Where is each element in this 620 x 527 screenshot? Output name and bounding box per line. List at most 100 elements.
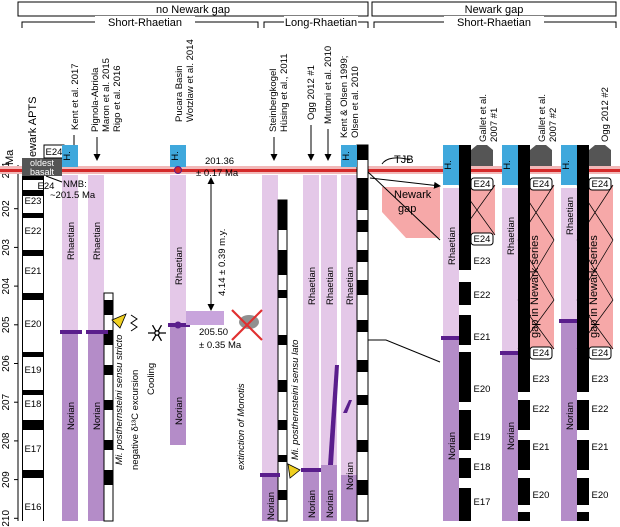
apts-chron-normal (23, 196, 43, 213)
gap-label-3: gap in Newark series (588, 235, 600, 338)
right-chron-box (470, 177, 494, 191)
right-polarity-bar (577, 145, 589, 521)
polarity-reversed (104, 300, 113, 315)
polarity-reversed (278, 490, 287, 500)
gap-label-2: gap in Newark series (529, 235, 541, 338)
right-top-box (530, 150, 552, 166)
right-chron-label: E24 (592, 348, 609, 359)
axis-tick-label: 202 (1, 200, 12, 217)
src-pignola-2: Maron et al. 2015 (101, 58, 112, 132)
right-chron-label: E21 (533, 442, 550, 453)
apts-chron-normal (23, 218, 43, 250)
src-pucara-1: Pucara Basin (174, 65, 185, 122)
nmb-age: ~201.5 Ma (50, 190, 96, 201)
norian-steinberg: Norian (266, 492, 277, 520)
right-chron-box (470, 232, 494, 246)
apts-chron-normal (23, 300, 43, 352)
right-chron-box (529, 177, 553, 191)
polarity-reversed (357, 145, 368, 160)
h-kent: H. (62, 151, 73, 161)
src-gallet2-1: Gallet et al. (537, 94, 548, 142)
time-axis: 201202203204205206207208209210 (1, 161, 19, 527)
apts-chron-normal (23, 256, 43, 293)
right-chron-label: E23 (474, 256, 491, 267)
norian-ogg1: Norian (307, 490, 318, 518)
rhaetian-gallet1: Rhaetian (447, 227, 458, 265)
oldest-label: oldest (30, 158, 55, 168)
right-chron-label: E17 (474, 497, 491, 508)
duration-label: 4.14 ± 0.39 m.y. (217, 229, 228, 296)
header-long-rhaetian: Long-Rhaetian (285, 17, 357, 29)
apts-chron-normal (23, 478, 43, 521)
pucara-annotations (174, 166, 224, 329)
polarity-reversed (357, 320, 368, 332)
hettangian-boxes: H. H. H. H. H. H. (62, 145, 577, 185)
posthernsteini-lato: Mi. posthernsteini sensu lato (290, 340, 301, 460)
right-polarity-normal (459, 345, 471, 352)
polarity-reversed (357, 220, 368, 232)
polarity-columns (103, 144, 369, 522)
right-polarity-normal (518, 392, 530, 400)
right-chron-box (529, 346, 553, 360)
axis-tick-label: 210 (1, 510, 12, 527)
src-kent2017: Kent et al. 2017 (70, 63, 81, 130)
src-steinberg-2: Hüsing et al., 2011 (279, 53, 290, 132)
polarity-reversed (278, 250, 287, 275)
apts-chron-normal (23, 180, 43, 190)
right-chron-label: E22 (592, 404, 609, 415)
norian-ogg2: Norian (565, 402, 576, 430)
right-top-cap (530, 145, 552, 150)
newark-gap-shapes (367, 157, 441, 363)
monotis-symbol (231, 309, 263, 341)
rhaetian-kent-olsen: Rhaetian (345, 267, 356, 305)
norian-kent-olsen: Norian (345, 462, 356, 490)
stage-columns (62, 175, 577, 521)
right-chron-label: E23 (592, 374, 609, 385)
age-top-2: ± 0.17 Ma (196, 168, 239, 179)
rhaetian-pucara: Rhaetian (174, 247, 185, 285)
axis-tick-label: 206 (1, 355, 12, 372)
rhaetian-ogg1: Rhaetian (307, 267, 318, 305)
right-chron-columns: E24E24E23E22E21E20E19E18E17E24E24E23E22E… (459, 145, 612, 521)
src-kent-olsen-1: Kent & Olsen 1999; (339, 56, 350, 138)
apts-chron-label: E20 (25, 319, 42, 330)
apts-chron-normal (23, 430, 43, 470)
src-muttoni: Muttoni et al. 2010 (323, 46, 334, 124)
src-gallet2-2: 2007 #2 (548, 108, 559, 142)
h-ogg2: H. (561, 160, 572, 170)
src-pignola-3: Rigo et al. 2016 (112, 65, 123, 132)
apts-chron-label: E23 (25, 196, 42, 207)
right-polarity-normal (577, 430, 589, 440)
right-polarity-bar (518, 145, 530, 521)
axis-tick-label: 204 (1, 277, 12, 294)
polarity-reversed (357, 395, 368, 405)
apts-chron-label: E16 (25, 502, 42, 513)
src-ogg2: Ogg 2012 #2 (600, 87, 611, 142)
rhaetian-pignola: Rhaetian (92, 222, 103, 260)
polarity-reversed (357, 480, 368, 495)
right-polarity-normal (518, 470, 530, 478)
polarity-reversed (278, 290, 287, 298)
header-short-rhaetian-right: Short-Rhaetian (457, 17, 531, 29)
tjb-band (0, 169, 620, 172)
right-polarity-normal (459, 270, 471, 282)
src-gallet1-2: 2007 #1 (489, 108, 500, 142)
apts-chron-normal (23, 357, 43, 390)
stage-labels: Rhaetian Norian Rhaetian Norian Rhaetian… (66, 197, 576, 520)
h-pucara: H. (170, 151, 181, 161)
polarity-reversed (278, 455, 287, 462)
right-chron-label: E18 (474, 462, 491, 473)
right-chron-box (588, 177, 612, 191)
right-chron-label: E23 (533, 374, 550, 385)
right-chron-label: E24 (533, 179, 550, 190)
right-top-box (471, 150, 493, 166)
source-labels: Kent et al. 2017 Pignola-Abriola Maron e… (70, 39, 611, 142)
polarity-reversed (104, 365, 113, 375)
header-short-rhaetian-left: Short-Rhaetian (108, 17, 182, 29)
right-polarity-normal (577, 505, 589, 512)
src-gallet1-1: Gallet et al. (478, 94, 489, 142)
d13c-label: negative δ¹³C excursion (130, 370, 141, 470)
right-chron-label: E24 (533, 348, 550, 359)
